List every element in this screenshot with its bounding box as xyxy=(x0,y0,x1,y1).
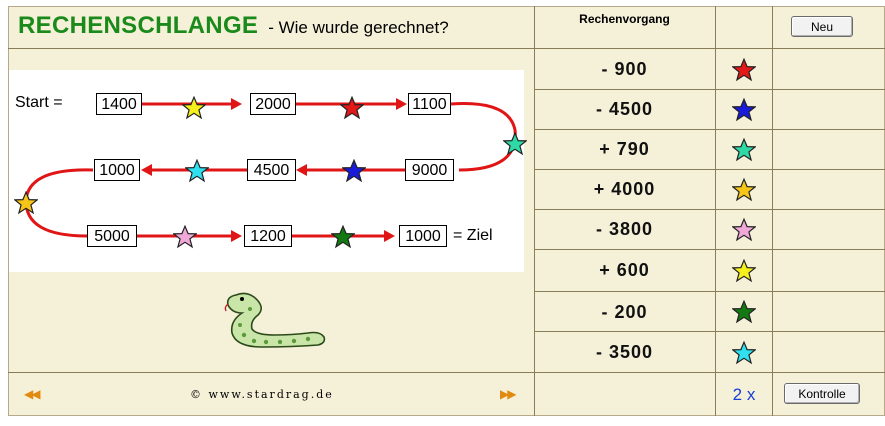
column-header: Rechenvorgang xyxy=(579,12,670,26)
blue-star-icon[interactable] xyxy=(732,98,756,122)
gold-star-icon[interactable] xyxy=(14,191,38,215)
pink-star-icon[interactable] xyxy=(173,225,197,249)
start-label: Start = xyxy=(15,94,63,111)
teal-star-icon[interactable] xyxy=(503,132,527,156)
operation-label: - 900 xyxy=(601,59,648,79)
divider xyxy=(534,249,885,250)
operation-label: + 790 xyxy=(599,139,650,159)
page-subtitle: - Wie wurde gerechnet? xyxy=(268,18,449,37)
yellow-star-icon[interactable] xyxy=(182,96,206,120)
divider xyxy=(772,6,773,416)
star-slot xyxy=(716,218,772,242)
goal-label: = Ziel xyxy=(453,227,493,244)
number-box: 9000 xyxy=(405,159,454,181)
previous-icon[interactable]: ◀◀ xyxy=(24,387,41,401)
divider xyxy=(534,291,885,292)
number-box: 1100 xyxy=(408,93,451,115)
new-button[interactable]: Neu xyxy=(791,16,853,37)
operation-label: - 4500 xyxy=(595,99,654,119)
number-box: 2000 xyxy=(250,93,296,115)
snake-icon xyxy=(224,292,326,348)
operation-label: - 3500 xyxy=(595,342,654,362)
check-button[interactable]: Kontrolle xyxy=(784,383,860,404)
cyan-star-icon[interactable] xyxy=(732,341,756,365)
operation-label: - 3800 xyxy=(595,219,654,239)
star-slot xyxy=(716,178,772,202)
divider xyxy=(534,6,535,416)
app-title: RECHENSCHLANGE - Wie wurde gerechnet? xyxy=(18,12,449,40)
divider xyxy=(8,372,885,373)
divider xyxy=(8,48,534,49)
page-title: RECHENSCHLANGE xyxy=(18,12,259,39)
next-icon[interactable]: ▶▶ xyxy=(500,387,517,401)
number-box: 5000 xyxy=(87,225,137,247)
green-star-icon[interactable] xyxy=(732,300,756,324)
red-star-icon[interactable] xyxy=(340,96,364,120)
divider xyxy=(534,331,885,332)
blue-star-icon[interactable] xyxy=(342,159,366,183)
cyan-star-icon[interactable] xyxy=(185,159,209,183)
star-slot xyxy=(716,259,772,283)
divider xyxy=(534,169,885,170)
puzzle-area: Start = 1400 2000 1100 1000 4500 9000 50… xyxy=(9,70,527,272)
divider xyxy=(715,6,716,416)
gold-star-icon[interactable] xyxy=(732,178,756,202)
divider xyxy=(534,48,885,49)
star-slot xyxy=(716,98,772,122)
star-slot xyxy=(716,300,772,324)
operation-label: + 600 xyxy=(599,260,650,280)
red-star-icon[interactable] xyxy=(732,58,756,82)
operation-label: - 200 xyxy=(601,302,648,322)
copyright-text: © www.stardrag.de xyxy=(190,388,334,401)
yellow-star-icon[interactable] xyxy=(732,259,756,283)
star-slot xyxy=(716,138,772,162)
teal-star-icon[interactable] xyxy=(732,138,756,162)
number-box: 4500 xyxy=(247,159,296,181)
operation-label: + 4000 xyxy=(593,179,656,199)
number-box: 1200 xyxy=(244,225,292,247)
attempt-counter: 2 x xyxy=(732,385,756,404)
green-star-icon[interactable] xyxy=(331,225,355,249)
divider xyxy=(534,209,885,210)
divider xyxy=(534,89,885,90)
number-box: 1400 xyxy=(96,93,142,115)
number-box: 1000 xyxy=(399,225,447,247)
star-slot xyxy=(716,58,772,82)
star-slot xyxy=(716,341,772,365)
divider xyxy=(534,129,885,130)
number-box: 1000 xyxy=(94,159,140,181)
pink-star-icon[interactable] xyxy=(732,218,756,242)
